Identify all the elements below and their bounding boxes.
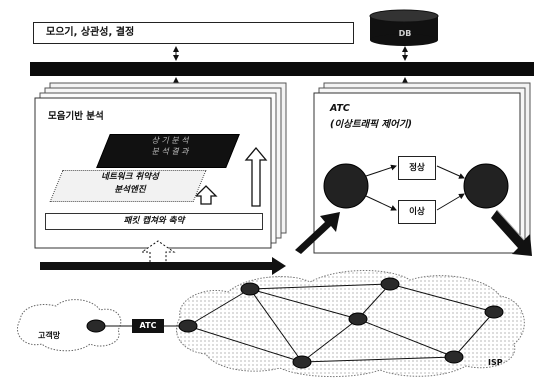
- bus-bar: [30, 62, 534, 76]
- network-links: [96, 283, 495, 363]
- analysis-line-2: 분 석 결 과: [151, 147, 189, 156]
- router-icons: [86, 277, 504, 369]
- left-panel-title: 모음기반 분석: [48, 111, 104, 122]
- up-arrow-icon: [244, 146, 268, 207]
- small-up-arrow-icon: [194, 185, 218, 205]
- customer-network-label: 고객망: [38, 331, 61, 340]
- database-label: DB: [398, 29, 412, 38]
- vulnerability-line-2: 분석엔진: [114, 185, 146, 195]
- analysis-result-text: 상 기 분 석 분 석 결 과: [120, 135, 220, 157]
- isp-label: ISP: [488, 358, 503, 367]
- atc-node-label: ATC: [132, 319, 164, 333]
- atc-flow: [323, 163, 509, 211]
- analysis-line-1: 상 기 분 석: [151, 136, 189, 145]
- vulnerability-line-1: 네트워크 취약성: [101, 172, 159, 182]
- normal-box: 정상: [398, 156, 436, 180]
- packet-capture-box: 패킷 캡쳐와 축약: [45, 213, 263, 230]
- inbound-arrow-icon: [295, 212, 340, 254]
- atc-subtitle: (이상트래픽 제어기): [330, 119, 412, 130]
- atc-title: ATC: [330, 103, 350, 114]
- aggregation-box: 모으기, 상관성, 결정: [33, 22, 354, 44]
- database-icon: [369, 9, 439, 46]
- abnormal-box: 이상: [398, 200, 436, 224]
- flow-arrow-icon: [40, 257, 286, 275]
- vulnerability-engine-text: 네트워크 취약성 분석엔진: [64, 171, 196, 197]
- outbound-arrow-icon: [491, 209, 532, 256]
- dashed-up-arrow-icon: [140, 240, 176, 262]
- customer-network-cloud: [17, 299, 122, 352]
